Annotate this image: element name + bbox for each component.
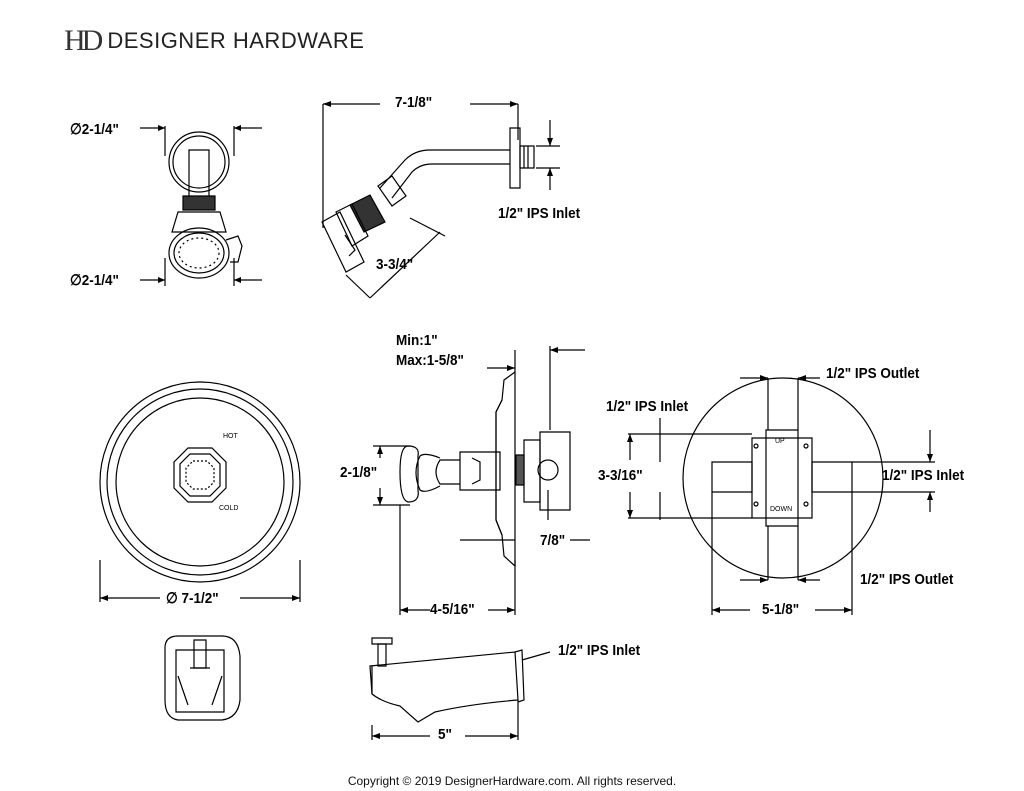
showerhead-front-view — [140, 126, 262, 286]
arm-length-label: 7-1/8" — [395, 94, 433, 111]
tub-spout-front-view — [165, 636, 240, 720]
trim-plate-front-view — [100, 382, 300, 602]
valve-right-inlet-label: 1/2" IPS Inlet — [882, 467, 965, 484]
brand-monogram-icon: HD — [64, 24, 103, 57]
valve-side-view — [373, 346, 590, 615]
head-top-diameter-label: ∅2-1/4" — [70, 121, 119, 138]
copyright-notice: Copyright © 2019 DesignerHardware.com. A… — [347, 774, 677, 788]
handle-projection-label: 4-5/16" — [430, 601, 475, 618]
valve-left-inlet-label: 1/2" IPS Inlet — [606, 398, 689, 415]
handle-height-label: 2-1/8" — [340, 464, 378, 481]
valve-down-label: DOWN — [770, 506, 793, 513]
hot-label: HOT — [223, 433, 238, 440]
head-depth-label: 3-3/4" — [376, 256, 414, 273]
spout-inlet-label: 1/2" IPS Inlet — [558, 642, 641, 659]
spout-length-label: 5" — [438, 726, 452, 743]
valve-width-label: 5-1/8" — [762, 601, 800, 618]
tub-spout-side-view — [370, 638, 550, 740]
brand-name: DESIGNER HARDWARE — [107, 28, 365, 53]
valve-bottom-outlet-label: 1/2" IPS Outlet — [860, 571, 954, 588]
valve-top-outlet-label: 1/2" IPS Outlet — [826, 365, 920, 382]
wall-min-label: Min:1" — [396, 332, 438, 349]
head-bottom-diameter-label: ∅2-1/4" — [70, 272, 119, 289]
dimension-arrows — [100, 101, 933, 739]
cold-label: COLD — [219, 505, 239, 512]
brand-logo[interactable]: HD DESIGNER HARDWARE — [64, 26, 364, 56]
shower-arm-side-view — [322, 104, 560, 298]
arm-inlet-label: 1/2" IPS Inlet — [498, 205, 581, 222]
valve-up-label: UP — [775, 438, 785, 445]
wall-max-label: Max:1-5/8" — [396, 352, 464, 369]
valve-height-label: 3-3/16" — [598, 467, 643, 484]
trim-diameter-label: ∅ 7-1/2" — [166, 590, 219, 607]
valve-depth-label: 7/8" — [540, 532, 566, 549]
